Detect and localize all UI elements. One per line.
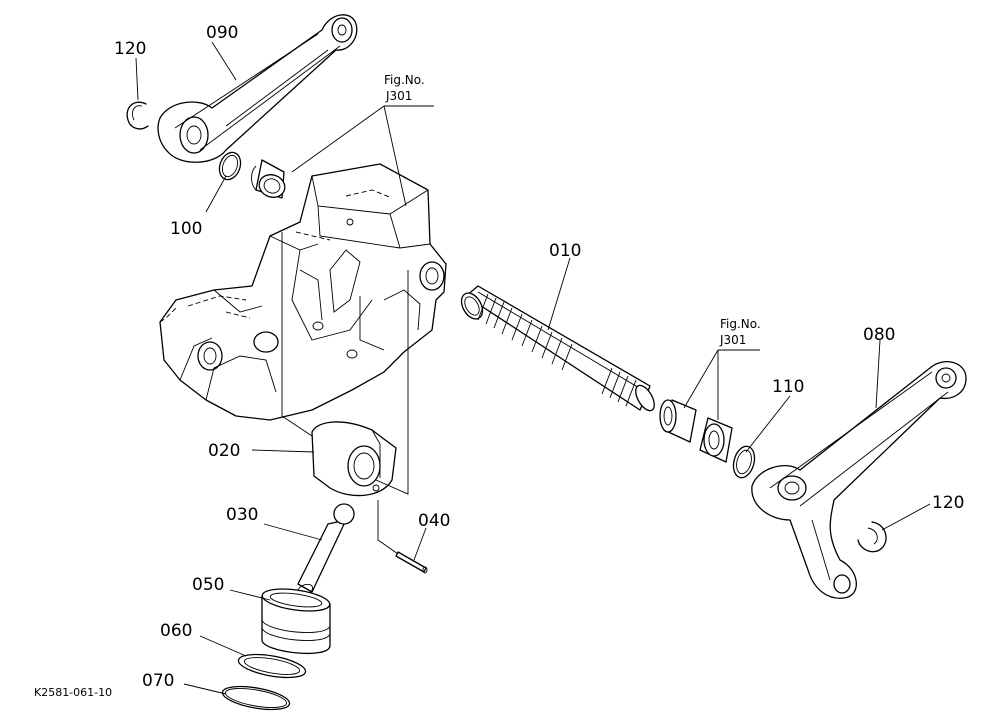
label-020: 020 [208,441,240,461]
arm-boss-020 [311,421,397,497]
label-040: 040 [418,511,450,531]
fig-reference-right: Fig.No. J301 [719,317,761,347]
label-050: 050 [192,575,224,595]
splined-shaft-010 [460,285,655,412]
part-labels: 090 120 100 010 080 110 120 020 030 040 … [114,23,964,691]
fig-ref-upper-line1: Fig.No. [384,73,425,87]
pin-040 [395,551,428,574]
label-100: 100 [170,219,202,239]
fig-reference-upper: Fig.No. J301 [384,73,425,103]
o-ring-100 [218,151,242,181]
label-080: 080 [863,325,895,345]
bushing-right-b [699,417,733,463]
label-120-right: 120 [932,493,964,513]
drawing-code: K2581-061-10 [34,686,112,699]
bushing-right-a [659,399,697,443]
piston-050 [261,588,331,655]
assembly-lines [281,232,409,555]
circlip-120-right [857,521,887,553]
backup-ring-060 [237,653,307,679]
fig-ref-right-line1: Fig.No. [720,317,761,331]
piston-rod-030 [296,503,355,597]
label-060: 060 [160,621,192,641]
label-010: 010 [549,241,581,261]
hydraulic-housing [159,163,447,421]
leader-lines [135,41,931,695]
fig-ref-upper-line2: J301 [385,89,412,103]
label-030: 030 [226,505,258,525]
o-ring-110 [732,445,756,479]
lift-arm-090 [157,14,358,163]
bushing-upper [251,159,286,199]
o-ring-070 [221,685,291,711]
circlip-120-left [126,101,149,130]
label-120-left: 120 [114,39,146,59]
lift-arm-080 [751,361,967,599]
label-070: 070 [142,671,174,691]
fig-ref-right-line2: J301 [719,333,746,347]
label-110: 110 [772,377,804,397]
label-090: 090 [206,23,238,43]
